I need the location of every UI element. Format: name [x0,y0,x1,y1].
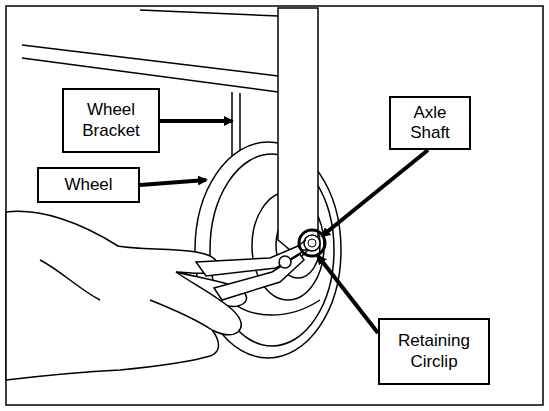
part-label: Wheel [64,175,112,195]
leader-arrows [140,121,428,333]
part-label: Retaining Circlip [384,331,484,372]
callout-box: Wheel Bracket [62,88,160,153]
callout-box: Retaining Circlip [378,318,490,385]
cart-frame [22,10,278,165]
gloved-hand [6,211,247,380]
part-label: Wheel Bracket [68,100,154,141]
part-label: Axle Shaft [395,103,465,144]
circlip-pliers [196,240,308,300]
bracket-post [278,8,318,250]
image-frame [6,6,543,405]
callout-box: Wheel [37,167,140,203]
callout-box: Axle Shaft [389,96,471,150]
